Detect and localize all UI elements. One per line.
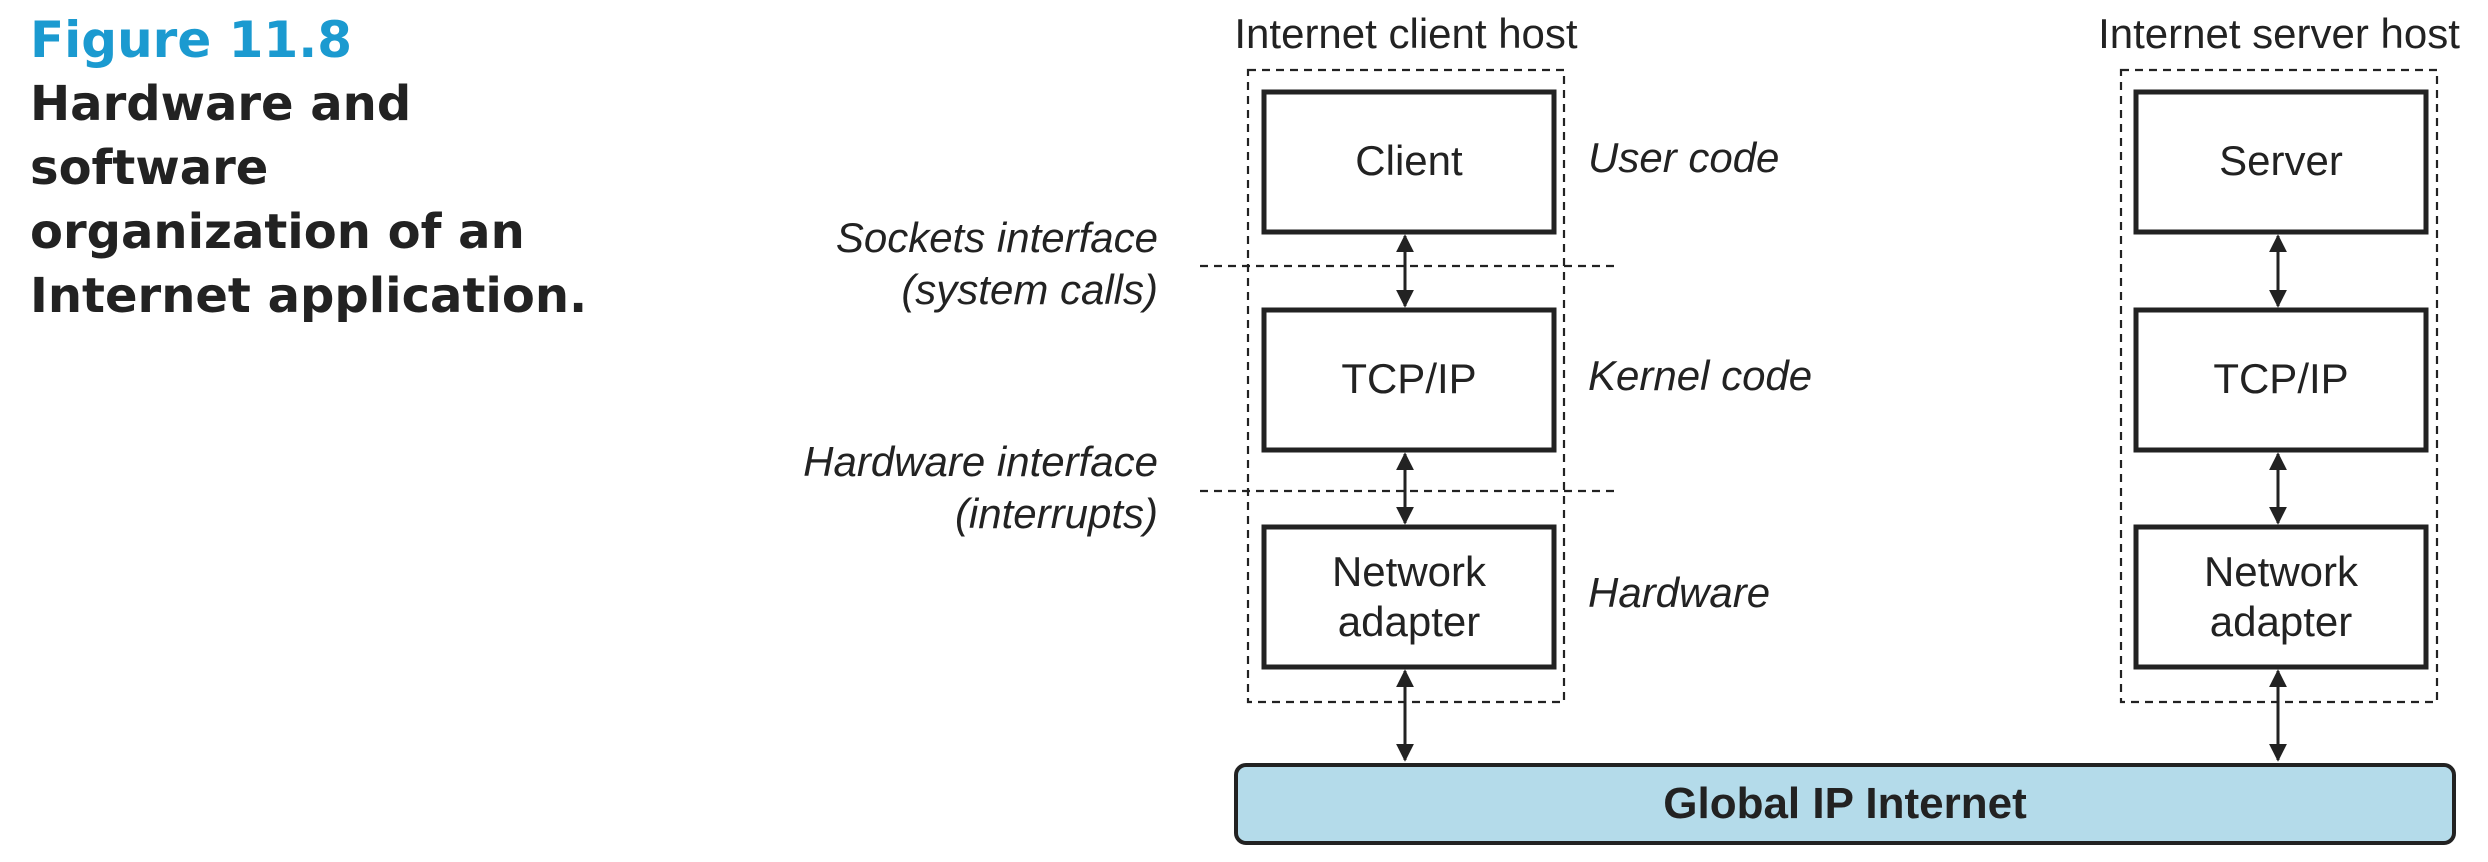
- user-code-label: User code: [1588, 134, 1779, 181]
- figure-title-line-1: Hardware and software: [30, 76, 412, 196]
- client-adapter-label-line-1: Network: [1332, 548, 1487, 595]
- server-tcpip-box: [2133, 307, 2429, 453]
- figure-number: Figure 11.8: [30, 11, 353, 69]
- server-adapter-label-line-2: adapter: [2210, 598, 2352, 645]
- client-tcpip-label: TCP/IP: [1341, 355, 1476, 402]
- server-tcpip-label: TCP/IP: [2213, 355, 2348, 402]
- sockets-interface-sublabel: (system calls): [901, 266, 1158, 313]
- figure-caption: Figure 11.8 Hardware and software organi…: [30, 8, 650, 328]
- hardware-interface-label: Hardware interface: [803, 438, 1158, 485]
- client-adapter-box: [1261, 524, 1557, 670]
- sockets-interface-label: Sockets interface: [836, 214, 1158, 261]
- client-adapter-label-line-2: adapter: [1338, 598, 1480, 645]
- kernel-code-label: Kernel code: [1588, 352, 1812, 399]
- client-tcpip-box: [1261, 307, 1557, 453]
- server-host-title: Internet server host: [2098, 10, 2460, 57]
- hardware-label: Hardware: [1588, 569, 1770, 616]
- global-ip-internet-bar: [1234, 763, 2456, 845]
- server-adapter-label-line-1: Network: [2204, 548, 2359, 595]
- figure-title-line-3: Internet application.: [30, 268, 588, 324]
- figure-title: Hardware and software organization of an…: [30, 72, 650, 328]
- figure-title-line-2: organization of an: [30, 204, 525, 260]
- global-ip-internet-label: Global IP Internet: [1663, 779, 2027, 828]
- client-box: [1261, 89, 1557, 235]
- server-box: [2133, 89, 2429, 235]
- client-host-title: Internet client host: [1234, 10, 1578, 57]
- server-box-label: Server: [2219, 137, 2343, 184]
- server-adapter-box: [2133, 524, 2429, 670]
- client-box-label: Client: [1355, 137, 1463, 184]
- hardware-interface-sublabel: (interrupts): [955, 490, 1158, 537]
